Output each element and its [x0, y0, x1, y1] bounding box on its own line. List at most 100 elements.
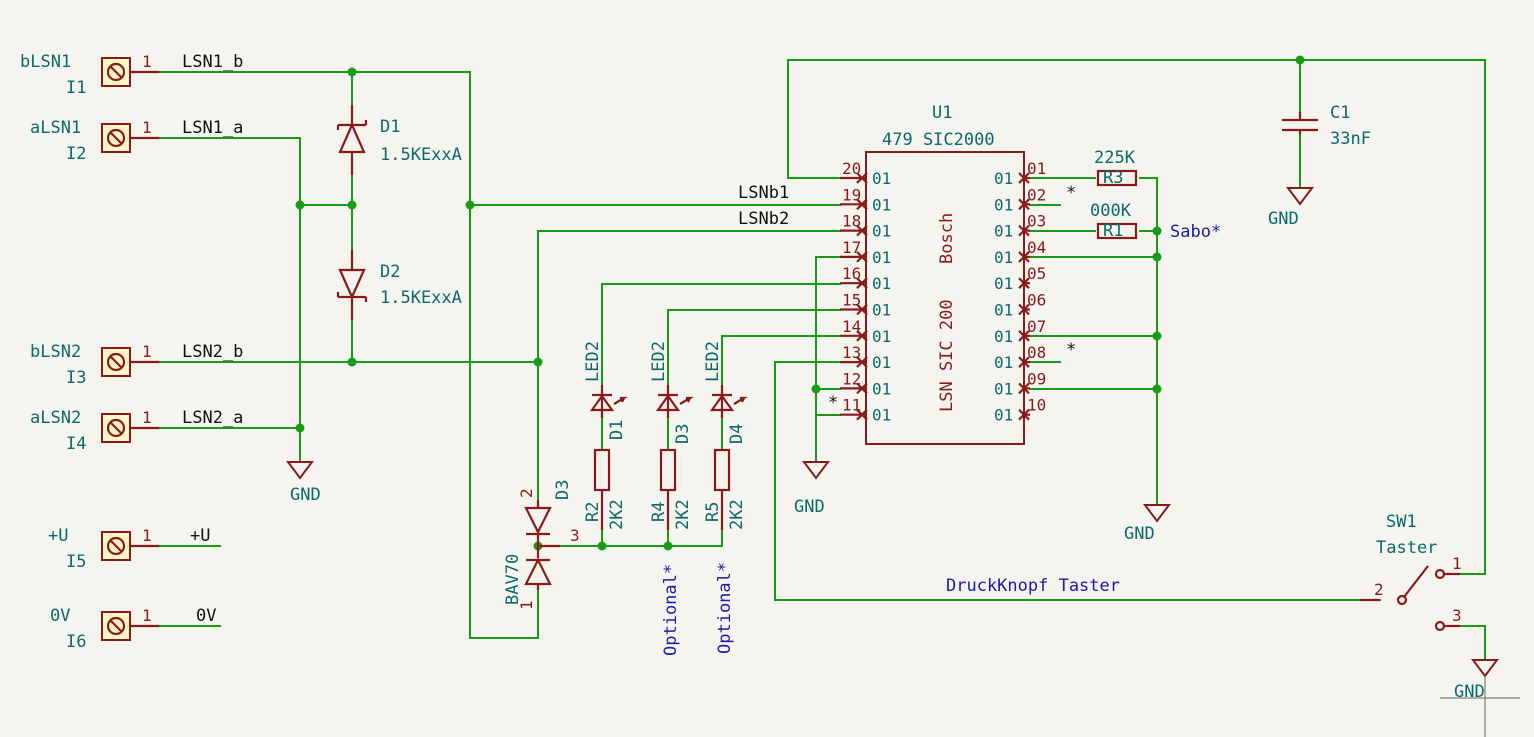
connector-value: I2 — [66, 144, 86, 164]
switch-sw1[interactable]: SW1 Taster 1 2 3 — [1360, 512, 1462, 632]
diode-d1[interactable]: D1 1.5KExxA — [336, 105, 462, 175]
ic-pin-number: 18 — [842, 212, 861, 231]
ic-pin-name: 01 — [872, 248, 891, 267]
connector-ref: aLSN2 — [30, 408, 81, 428]
pin-number: 1 — [142, 408, 152, 427]
led-value: LED2 — [703, 341, 723, 382]
ic-pin-name: 01 — [994, 379, 1013, 398]
ic-pin-name: 01 — [994, 301, 1013, 320]
diode-value: 1.5KExxA — [380, 145, 462, 165]
pin-number: 1 — [142, 118, 152, 137]
optional-note: Optional* — [661, 564, 681, 656]
led-ref: D3 — [673, 424, 693, 444]
capacitor-value: 33nF — [1330, 129, 1371, 149]
ic-pin-name: 01 — [994, 248, 1013, 267]
net-label: LSN1_a — [182, 118, 243, 138]
ic-pin-number: 10 — [1027, 396, 1046, 415]
ic-pin-number: 20 — [842, 159, 861, 178]
ic-pin-number: 06 — [1027, 291, 1046, 310]
diode-d2[interactable]: D2 1.5KExxA — [336, 250, 462, 320]
resistor-r5[interactable]: R5 2K2 — [703, 448, 747, 530]
connector-ref: +U — [48, 526, 68, 546]
led-value: LED2 — [583, 341, 603, 382]
nc-marker: * — [828, 393, 838, 413]
gnd-label: GND — [794, 497, 825, 517]
connector-ref: 0V — [50, 606, 70, 626]
connector-i5[interactable]: +U I5 1 +U — [48, 526, 210, 572]
resistor-value: 225K — [1094, 148, 1136, 168]
led-d3[interactable]: LED2 D3 — [649, 341, 694, 444]
ic-pin-name: 01 — [872, 379, 891, 398]
pin-number: 1 — [517, 600, 536, 610]
resistor-r4[interactable]: R4 2K2 — [649, 448, 693, 530]
optional-note: Optional* — [715, 562, 735, 654]
ic-pin-name: 01 — [994, 327, 1013, 346]
connector-i4[interactable]: aLSN2 I4 1 LSN2_a — [30, 408, 243, 454]
pin-number: 1 — [142, 52, 152, 71]
ic-pin-number: 17 — [842, 238, 861, 257]
resistor-r1[interactable]: 000K R1 — [1090, 201, 1138, 241]
diode-ref: D2 — [380, 262, 400, 282]
gnd-label: GND — [1268, 209, 1299, 229]
net-label-druckknopf: DruckKnopf Taster — [946, 576, 1120, 596]
resistor-ref: R5 — [703, 502, 723, 522]
connector-value: I3 — [66, 368, 86, 388]
ic-pin-number: 04 — [1027, 238, 1046, 257]
ic-pin-name: 01 — [872, 222, 891, 241]
junctions — [295, 55, 1305, 551]
ic-pin-number: 02 — [1027, 185, 1046, 204]
ic-pin-number: 16 — [842, 264, 861, 283]
connector-i6[interactable]: 0V I6 1 0V — [50, 606, 216, 652]
net-label: 0V — [196, 606, 216, 626]
gnd-label: GND — [1124, 524, 1155, 544]
resistor-ref: R4 — [649, 502, 669, 522]
ic-body-label: LSN SIC 200 — [937, 299, 957, 412]
ic-pin-name: 01 — [994, 274, 1013, 293]
ic-pin-number: 05 — [1027, 264, 1046, 283]
nc-marker: * — [1066, 183, 1076, 203]
ic-pin-name: 01 — [872, 406, 891, 425]
gnd-symbol: GND — [794, 461, 830, 517]
ic-pin-number: 08 — [1027, 343, 1046, 362]
ic-pin-number: 11 — [842, 396, 861, 415]
gnd-symbol: GND — [1124, 504, 1171, 544]
pin-number: 3 — [570, 526, 580, 545]
connector-ref: aLSN1 — [30, 118, 81, 138]
ic-pin-number: 09 — [1027, 369, 1046, 388]
led-d1[interactable]: LED2 D1 — [583, 341, 628, 440]
resistor-ref: R1 — [1103, 221, 1123, 241]
bav-value: BAV70 — [503, 554, 523, 605]
pin-number: 1 — [142, 606, 152, 625]
connector-value: I6 — [66, 632, 86, 652]
resistor-value: 000K — [1090, 201, 1132, 221]
resistor-value: 2K2 — [607, 499, 627, 530]
led-d4[interactable]: LED2 D4 — [703, 341, 748, 444]
resistor-ref: R2 — [583, 502, 603, 522]
ic-u1[interactable]: U1 479 SIC2000 LSN SIC 200 Bosch 2001190… — [840, 103, 1046, 445]
capacitor-c1[interactable]: C1 33nF — [1282, 103, 1371, 149]
nc-marker: * — [1066, 340, 1076, 360]
pin-number: 1 — [142, 342, 152, 361]
pin-number: 2 — [1374, 580, 1384, 599]
ic-pin-number: 14 — [842, 317, 861, 336]
pin-number: 1 — [1452, 554, 1462, 573]
resistor-r3[interactable]: 225K R3 — [1094, 148, 1138, 188]
connector-i3[interactable]: bLSN2 I3 1 LSN2_b — [30, 342, 243, 388]
connector-i2[interactable]: aLSN1 I2 1 LSN1_a — [30, 118, 243, 164]
ic-pin-name: 01 — [872, 353, 891, 372]
ic-pin-name: 01 — [872, 274, 891, 293]
gnd-symbol: GND — [1440, 659, 1520, 737]
net-label: LSN1_b — [182, 52, 243, 72]
diode-bav70[interactable]: 2 1 3 D3 BAV70 — [503, 480, 580, 610]
ic-pin-number: 19 — [842, 185, 861, 204]
resistor-r2[interactable]: R2 2K2 — [583, 448, 627, 530]
ic-pin-name: 01 — [994, 222, 1013, 241]
net-label: LSN2_b — [182, 342, 243, 362]
ic-pin-name: 01 — [994, 169, 1013, 188]
pin-number: 1 — [142, 526, 152, 545]
ic-pin-name: 01 — [994, 406, 1013, 425]
ic-pin-name: 01 — [994, 353, 1013, 372]
ic-pin-number: 12 — [842, 369, 861, 388]
connector-i1[interactable]: bLSN1 I1 1 LSN1_b — [20, 52, 243, 98]
